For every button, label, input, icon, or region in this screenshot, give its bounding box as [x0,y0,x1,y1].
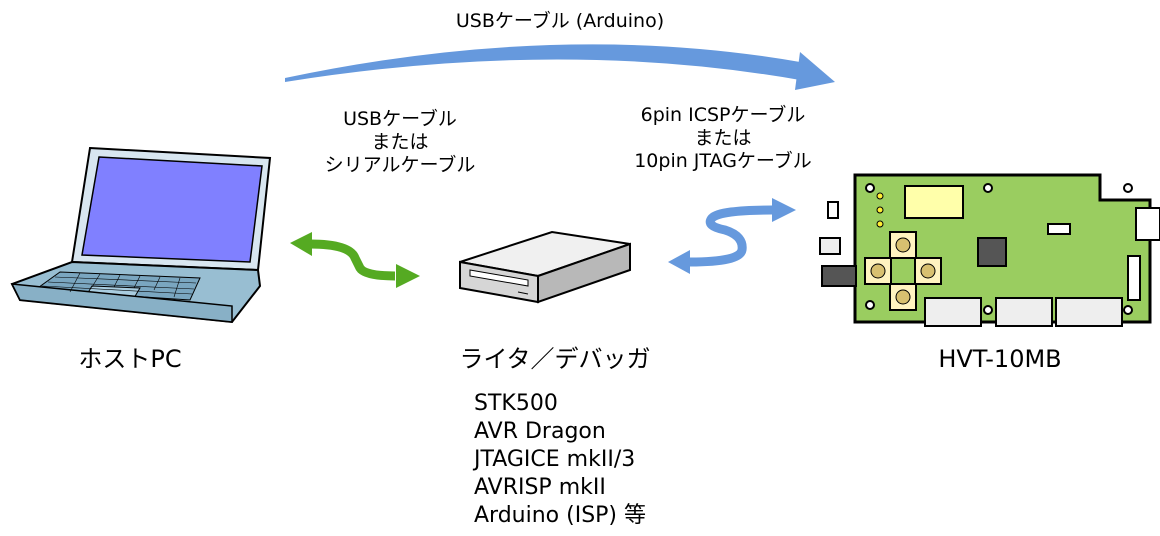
top-usb-arrow-label: USBケーブル (Arduino) [455,10,665,32]
host-label: ホストPC [78,345,182,373]
top-usb-arrow [285,44,835,90]
board-label: HVT-10MB [938,345,1062,373]
writer-device-item: AVRISP mkII [474,474,606,500]
writer-device-item: AVR Dragon [474,418,606,444]
writer-label: ライタ／デバッガ [459,345,651,373]
writer-device-item: STK500 [474,391,558,416]
host-cable-label: USBケーブル または シリアルケーブル [324,108,476,177]
board-cable-label: 6pin ICSPケーブル または 10pin JTAGケーブル [634,104,812,173]
laptop-icon [10,146,272,324]
writer-device-item: Arduino (ISP) 等 [474,502,647,528]
writer-device-icon [459,230,631,304]
pcb-board-icon [819,173,1160,327]
writer-board-cable-arrow [668,198,796,274]
writer-device-list: STK500 AVR Dragon JTAGICE mkII/3 AVRISP … [474,390,714,530]
writer-device-item: JTAGICE mkII/3 [474,446,636,472]
host-writer-cable-arrow [290,232,420,288]
